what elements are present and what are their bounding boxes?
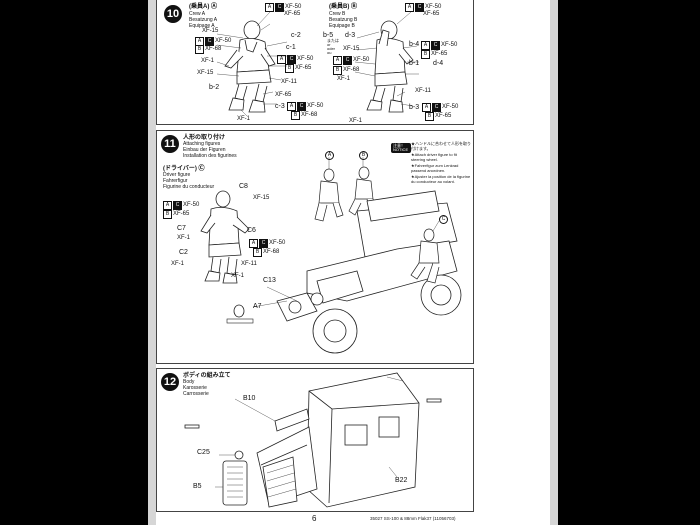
figure-c-marker: C bbox=[439, 215, 448, 224]
paint-label: XF-11 bbox=[241, 261, 257, 267]
figure-a-marker: A bbox=[325, 151, 334, 160]
driver-en: Driver figure bbox=[163, 172, 191, 178]
paint-label: XF-65 bbox=[423, 11, 440, 17]
step-12-heading-de: Karosserie bbox=[183, 385, 207, 391]
part-c3: c-3 bbox=[275, 103, 285, 110]
step-11-heading-en: Attaching figures bbox=[183, 141, 221, 147]
step-10-number: 10 bbox=[164, 5, 182, 23]
page-number: 6 bbox=[312, 514, 317, 523]
part-b2: b-2 bbox=[209, 84, 220, 91]
paint-label: XF-11 bbox=[415, 88, 431, 94]
body-assembly-illustration bbox=[184, 372, 442, 508]
paint-label: XF-1 bbox=[201, 58, 215, 64]
paint-label: XF-65 bbox=[275, 92, 292, 98]
part-b22: B22 bbox=[395, 477, 408, 484]
step-11-number: 11 bbox=[161, 135, 179, 153]
part-c2: C2 bbox=[179, 249, 188, 256]
paint-label: XF-15 bbox=[343, 46, 360, 52]
paint-label: XF-65 bbox=[284, 11, 301, 17]
notice-fr: ★Ajuster la position de la figurine du c… bbox=[411, 174, 471, 184]
page-edge-right bbox=[550, 0, 558, 525]
part-b1: b-1 bbox=[409, 60, 420, 67]
crew-b-de: Besatzung B bbox=[329, 17, 358, 23]
driver-de: Fahrerfigur bbox=[163, 178, 188, 184]
crew-a-en: Crew A bbox=[189, 11, 206, 17]
driver-fr: Figurine du conducteur bbox=[163, 184, 215, 190]
step-12-heading-jp: ボディの組み立て bbox=[183, 373, 231, 379]
step-11-heading-de: Einbau der Figuren bbox=[183, 147, 226, 153]
crew-a-jp: (乗員A) Ⓐ bbox=[189, 4, 217, 10]
crew-a-de: Besatzung A bbox=[189, 17, 218, 23]
notice-en: ★Attach driver figure to fit steering wh… bbox=[411, 152, 457, 162]
part-d3: d-3 bbox=[345, 32, 356, 39]
paint-label: XF-11 bbox=[281, 79, 297, 85]
part-d4: d-4 bbox=[433, 60, 444, 67]
crew-a-figure-illustration bbox=[216, 11, 419, 117]
paint-label: XF-15 bbox=[202, 28, 219, 34]
step-10-panel: 10 (乗員A) Ⓐ Crew A Besatzung A Equipage A… bbox=[156, 0, 474, 125]
part-c6: C6 bbox=[247, 227, 256, 234]
paint-label: XF-1 bbox=[171, 261, 185, 267]
part-c7: C7 bbox=[177, 225, 186, 232]
step-11-heading-jp: 人形の取り付け bbox=[183, 135, 226, 141]
crew-a-fr: Equipage A bbox=[189, 23, 215, 29]
paint-label: XF-1 bbox=[237, 116, 251, 122]
paint-label: XF-1 bbox=[177, 235, 191, 241]
instruction-page: 10 (乗員A) Ⓐ Crew A Besatzung A Equipage A… bbox=[148, 0, 558, 525]
paint-label: XF-1 bbox=[231, 273, 245, 279]
step-12-number: 12 bbox=[161, 373, 179, 391]
notice-de: ★Fahrerfigur zum Lenkrad passend anordne… bbox=[411, 163, 459, 173]
part-b10: B10 bbox=[243, 395, 256, 402]
notice-jp: ★ハンドルに合わせて人形を取り付けます。 bbox=[411, 141, 471, 151]
part-c25: C25 bbox=[197, 449, 210, 456]
footer-code: 35027 SS-100 & 88mm Flak37 (11056703) bbox=[370, 516, 456, 521]
part-c13: C13 bbox=[263, 277, 276, 284]
crew-b-fr: Equipage B bbox=[329, 23, 355, 29]
part-b3: b-3 bbox=[409, 104, 420, 111]
crew-b-jp: (乗員B) Ⓑ bbox=[329, 4, 357, 10]
step-11-heading-fr: Installation des figurines bbox=[183, 153, 237, 159]
paint-label: XF-15 bbox=[197, 70, 214, 76]
figure-b-marker: B bbox=[359, 151, 368, 160]
step-12-heading-en: Body bbox=[183, 379, 195, 385]
part-a7: A7 bbox=[253, 303, 262, 310]
page-edge-left bbox=[148, 0, 156, 525]
crew-b-en: Crew B bbox=[329, 11, 346, 17]
part-c8: C8 bbox=[239, 183, 248, 190]
notice-badge: 注意！ NOTICE bbox=[391, 143, 411, 153]
part-b5: B5 bbox=[193, 483, 202, 490]
step-11-panel: 11 人形の取り付け Attaching figures Einbau der … bbox=[156, 130, 474, 364]
step-12-heading-fr: Carrosserie bbox=[183, 391, 209, 397]
vehicle-chassis-illustration bbox=[200, 157, 462, 354]
paint-label: XF-15 bbox=[253, 195, 270, 201]
part-b4: b-4 bbox=[409, 41, 420, 48]
part-b5: b-5 bbox=[323, 32, 334, 39]
part-c2: c-2 bbox=[291, 32, 301, 39]
step-12-panel: 12 ボディの組み立て Body Karosserie Carrosserie bbox=[156, 368, 474, 512]
part-c1: c-1 bbox=[286, 44, 296, 51]
paint-label: XF-1 bbox=[337, 76, 351, 82]
paint-label: XF-1 bbox=[349, 118, 363, 124]
driver-jp: (ドライバー) Ⓒ bbox=[163, 166, 205, 172]
